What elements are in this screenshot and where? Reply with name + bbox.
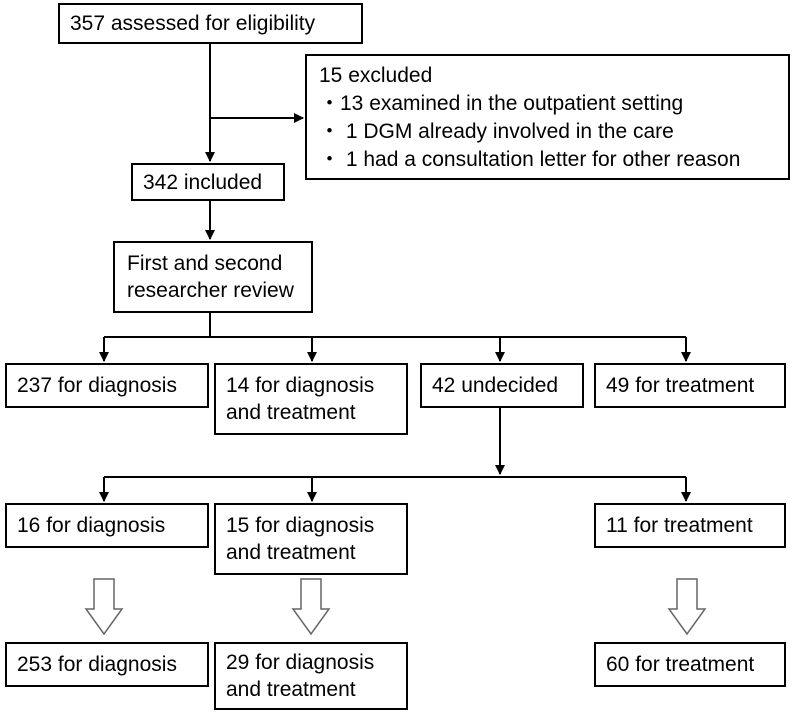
excluded-title: 15 excluded bbox=[319, 64, 433, 87]
included-label: 342 included bbox=[143, 170, 263, 194]
undecided-both-line2: and treatment bbox=[226, 541, 356, 564]
review-box: First and second researcher review bbox=[113, 241, 313, 313]
first-review-diagnosis-box: 237 for diagnosis bbox=[5, 363, 209, 408]
undecided-label: 42 undecided bbox=[432, 374, 559, 397]
final-treatment-box: 60 for treatment bbox=[594, 642, 786, 687]
excluded-box: 15 excluded ・13 examined in the outpatie… bbox=[305, 54, 790, 180]
first-review-diagnosis-label: 237 for diagnosis bbox=[17, 374, 177, 397]
undecided-diagnosis-box: 16 for diagnosis bbox=[5, 503, 209, 548]
excluded-reason: ・ 1 had a consultation letter for other … bbox=[319, 148, 741, 171]
assessed-label: 357 assessed for eligibility bbox=[70, 12, 316, 35]
excluded-reason: ・ 1 DGM already involved in the care bbox=[319, 120, 674, 143]
review-label-line2: researcher review bbox=[127, 279, 294, 302]
block-arrow-diagnosis bbox=[84, 578, 124, 636]
undecided-diagnosis-label: 16 for diagnosis bbox=[17, 514, 166, 537]
undecided-both-line1: 15 for diagnosis bbox=[226, 514, 375, 537]
undecided-treatment-label: 11 for treatment bbox=[606, 514, 753, 537]
first-review-treatment-label: 49 for treatment bbox=[606, 374, 755, 397]
final-diagnosis-box: 253 for diagnosis bbox=[5, 642, 209, 687]
assessed-box: 357 assessed for eligibility bbox=[58, 3, 363, 44]
first-review-diagnosis-and-treatment-box: 14 for diagnosis and treatment bbox=[214, 363, 408, 435]
block-arrow-treatment bbox=[667, 578, 707, 636]
undecided-box: 42 undecided bbox=[420, 363, 584, 408]
final-treatment-label: 60 for treatment bbox=[606, 653, 755, 676]
first-review-both-line2: and treatment bbox=[226, 401, 356, 424]
final-diagnosis-and-treatment-box: 29 for diagnosis and treatment bbox=[214, 642, 408, 710]
excluded-reason: ・13 examined in the outpatient setting bbox=[319, 92, 684, 115]
first-review-treatment-box: 49 for treatment bbox=[594, 363, 786, 408]
first-review-both-line1: 14 for diagnosis bbox=[226, 374, 375, 397]
review-label-line1: First and second bbox=[127, 252, 283, 275]
undecided-diagnosis-and-treatment-box: 15 for diagnosis and treatment bbox=[214, 503, 408, 575]
final-both-line2: and treatment bbox=[226, 678, 356, 701]
final-both-line1: 29 for diagnosis bbox=[226, 651, 375, 674]
included-box: 342 included bbox=[131, 163, 285, 201]
undecided-treatment-box: 11 for treatment bbox=[594, 503, 786, 548]
block-arrow-diagnosis-and-treatment bbox=[291, 578, 331, 636]
final-diagnosis-label: 253 for diagnosis bbox=[17, 653, 177, 676]
